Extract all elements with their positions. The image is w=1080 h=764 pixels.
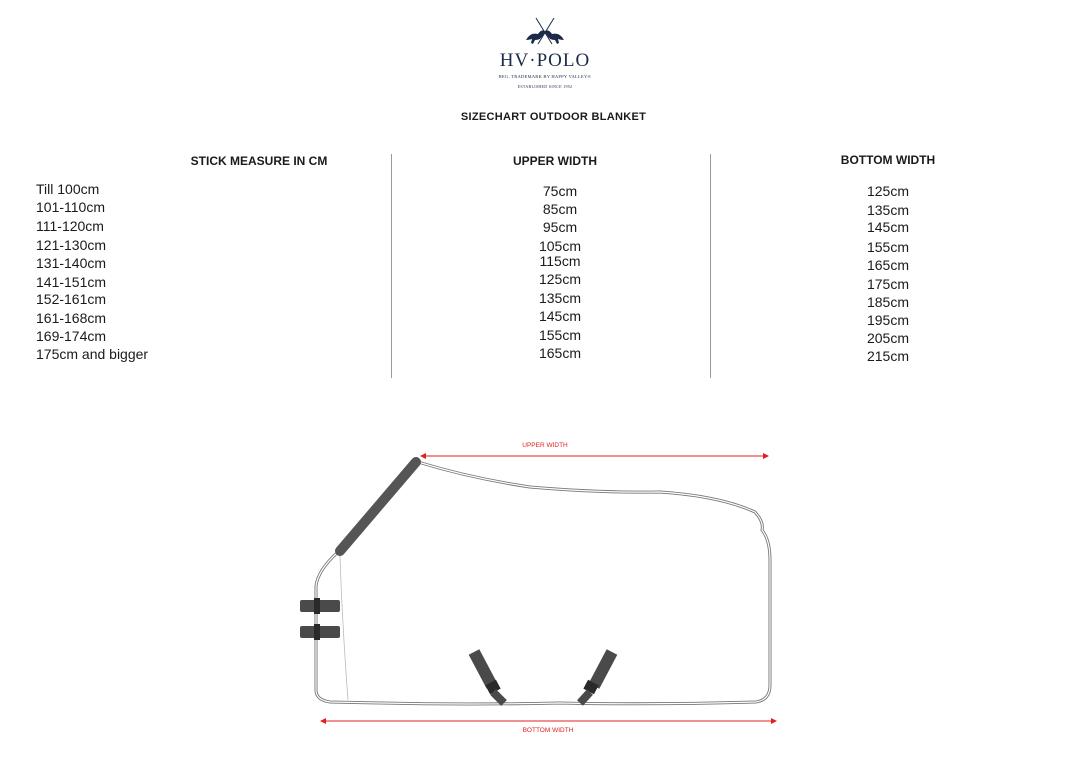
belly-strap-right — [577, 649, 618, 706]
table-cell: 185cm — [866, 294, 910, 310]
header-upper-width: UPPER WIDTH — [513, 154, 597, 168]
column-divider — [710, 154, 711, 378]
table-cell: 169-174cm — [36, 328, 107, 344]
belly-strap-left — [468, 649, 507, 706]
neck-seam — [339, 555, 349, 701]
polo-horses-icon — [526, 17, 564, 45]
table-cell: 135cm — [538, 290, 582, 306]
table-cell: 105cm — [538, 238, 582, 254]
table-cell: 155cm — [538, 327, 582, 343]
table-cell: 175cm and bigger — [36, 346, 149, 362]
table-cell: 152-161cm — [36, 291, 107, 307]
table-cell: 175cm — [866, 276, 910, 292]
table-cell: 115cm — [539, 253, 581, 269]
table-cell: 195cm — [866, 312, 910, 328]
header-bottom-width: BOTTOM WIDTH — [840, 153, 936, 167]
brand-name: HV·POLO — [499, 50, 591, 71]
brand-logo: HV·POLO REG. TRADEMARK BY HAPPY VALLEY® … — [470, 14, 620, 94]
chest-buckle-top — [300, 598, 340, 614]
table-cell: 111-120cm — [36, 218, 104, 234]
established-text: ESTABLISHED SINCE 1992 — [517, 84, 573, 89]
table-cell: 121-130cm — [36, 237, 107, 253]
table-cell: 165cm — [866, 257, 910, 273]
table-cell: 205cm — [866, 330, 910, 346]
table-cell: Till 100cm — [36, 181, 100, 197]
upper-width-label: UPPER WIDTH — [522, 442, 568, 449]
header-stick-measure: STICK MEASURE IN CM — [190, 154, 328, 168]
table-cell: 125cm — [866, 183, 910, 199]
table-cell: 155cm — [866, 239, 910, 255]
table-cell: 161-168cm — [36, 310, 107, 326]
bottom-width-label: BOTTOM WIDTH — [523, 727, 574, 734]
table-cell: 101-110cm — [36, 199, 106, 215]
chest-buckle-bottom — [300, 624, 340, 640]
table-cell: 125cm — [538, 271, 582, 287]
trademark-text: REG. TRADEMARK BY HAPPY VALLEY® — [498, 74, 592, 79]
table-cell: 131-140cm — [36, 255, 107, 271]
page-title: SIZECHART OUTDOOR BLANKET — [460, 111, 647, 123]
table-cell: 145cm — [866, 219, 910, 235]
table-cell: 95cm — [542, 219, 578, 235]
column-divider — [391, 154, 392, 378]
table-cell: 215cm — [866, 348, 910, 364]
table-cell: 145cm — [538, 308, 582, 324]
table-cell: 85cm — [542, 201, 578, 217]
table-cell: 141-151cm — [36, 274, 107, 290]
table-cell: 75cm — [542, 183, 578, 199]
table-cell: 135cm — [866, 202, 910, 218]
table-cell: 165cm — [538, 345, 582, 361]
neck-binding — [335, 457, 421, 556]
